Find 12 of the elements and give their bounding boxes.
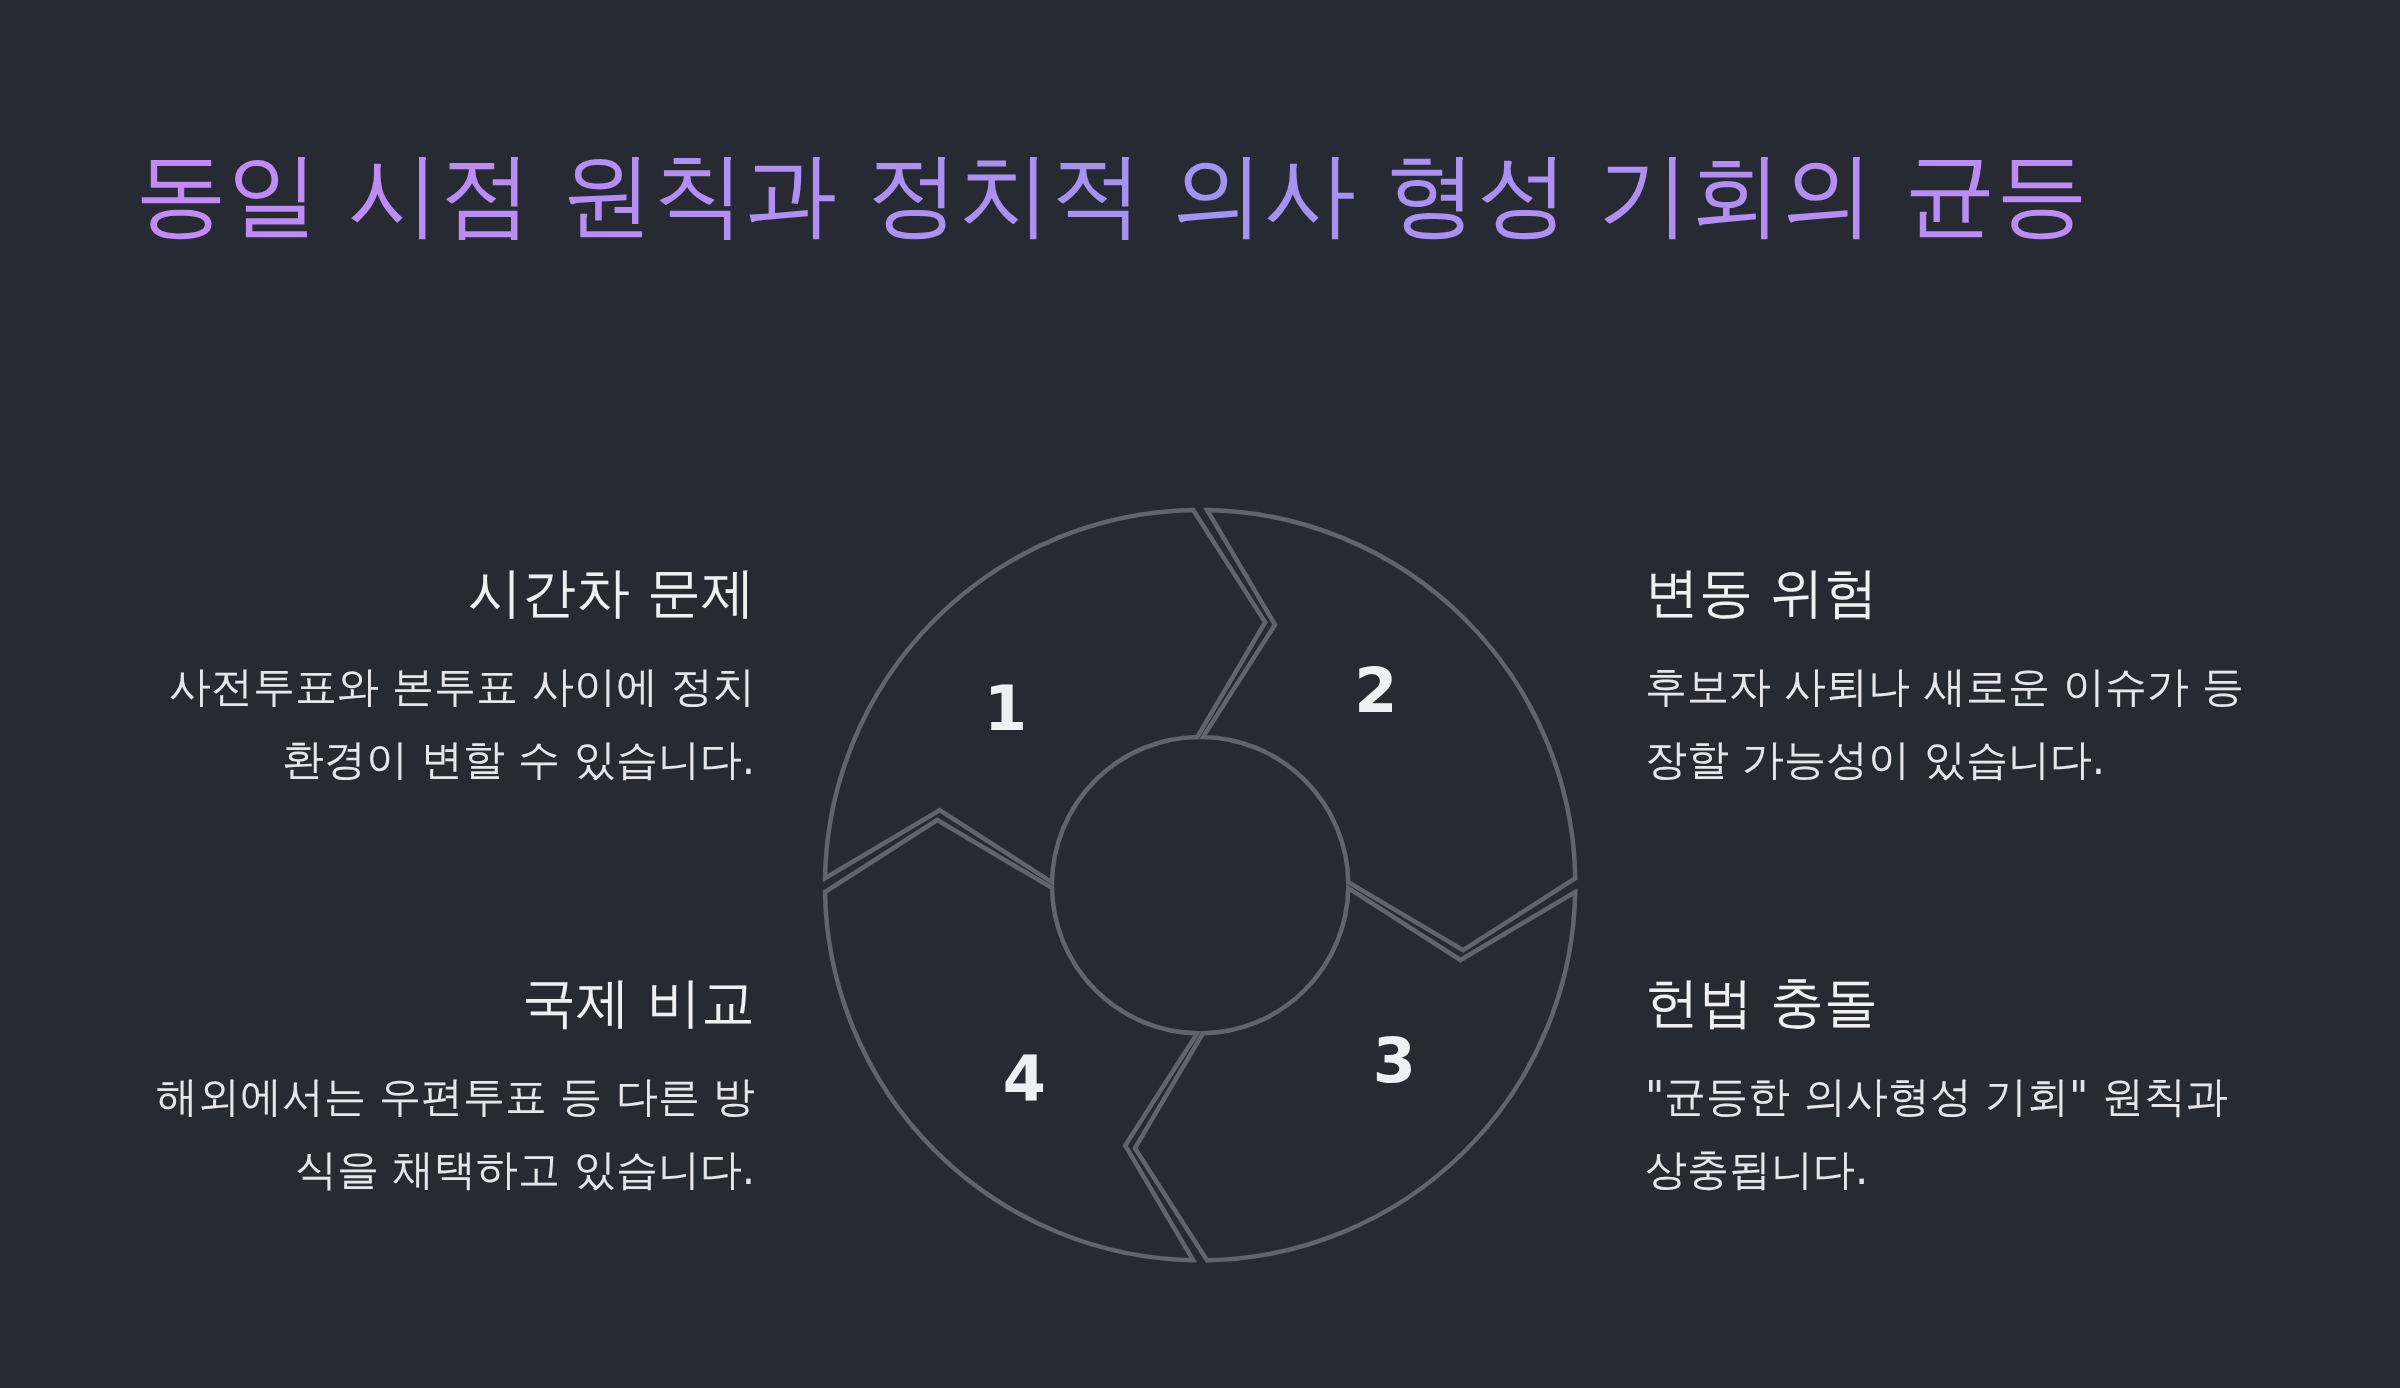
step-number: 2 [1354, 659, 1398, 722]
item-heading: 시간차 문제 [467, 560, 755, 626]
item-description: 사전투표와 본투표 사이에 정치 환경이 변할 수 있습니다. [167, 661, 755, 786]
item-heading: 국제 비교 [521, 970, 755, 1036]
item-description: 후보자 사퇴나 새로운 이슈가 등장할 가능성이 있습니다. [1645, 661, 2246, 786]
step-number: 3 [1372, 1029, 1416, 1092]
item-description: 해외에서는 우편투표 등 다른 방식을 채택하고 있습니다. [154, 1071, 755, 1196]
step-number: 1 [984, 678, 1028, 741]
step-number: 4 [1002, 1048, 1046, 1111]
item-description: "균등한 의사형성 기회" 원칙과 상충됩니다. [1645, 1071, 2229, 1196]
item-heading: 변동 위험 [1645, 560, 1879, 626]
item-heading: 헌법 충돌 [1645, 970, 1879, 1036]
